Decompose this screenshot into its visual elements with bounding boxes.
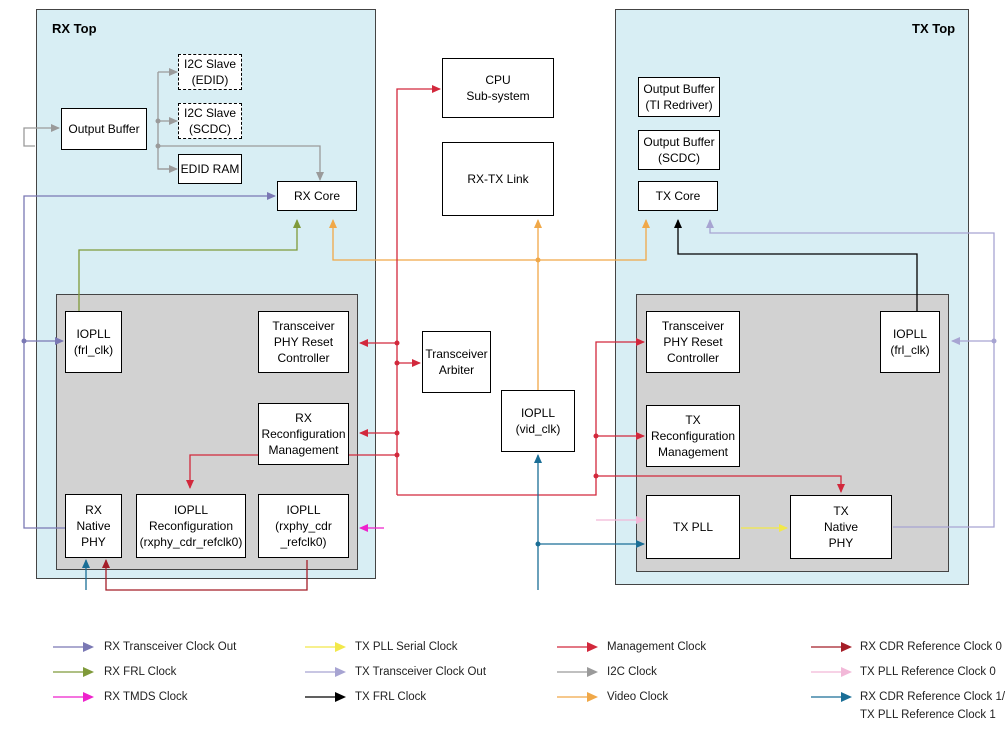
legend-label: Video Clock: [607, 691, 669, 703]
rx-native-phy: RX Native PHY: [65, 494, 122, 558]
legend-swatch-arrowhead: [335, 642, 346, 652]
rx-edid-ram: EDID RAM: [178, 154, 242, 184]
tx-core: TX Core: [638, 181, 718, 211]
rx-iopll-reconfiguration: IOPLL Reconfiguration (rxphy_cdr_refclk0…: [136, 494, 246, 558]
legend-swatch-arrowhead: [83, 667, 94, 677]
legend-label: TX FRL Clock: [355, 691, 427, 703]
transceiver-arbiter: Transceiver Arbiter: [422, 331, 491, 393]
tx-pll: TX PLL: [646, 495, 740, 559]
rx-i2c-slave-edid: I2C Slave (EDID): [178, 54, 242, 90]
tx-phy-reset-controller: Transceiver PHY Reset Controller: [646, 311, 740, 373]
rx-i2c-slave-scdc: I2C Slave (SCDC): [178, 103, 242, 139]
tx-top-title: TX Top: [912, 21, 956, 36]
legend-label: TX PLL Serial Clock: [355, 641, 458, 653]
legend-swatch-arrowhead: [841, 692, 852, 702]
tx-output-buffer-ti-redriver: Output Buffer (TI Redriver): [638, 77, 720, 117]
legend-label: RX TMDS Clock: [104, 691, 188, 703]
rx-output-buffer: Output Buffer: [61, 108, 147, 150]
rx-phy-reset-controller: Transceiver PHY Reset Controller: [258, 311, 349, 373]
legend-swatch-arrowhead: [587, 667, 598, 677]
legend-swatch-arrowhead: [841, 642, 852, 652]
legend-swatch-arrowhead: [587, 692, 598, 702]
rx-top-title: RX Top: [52, 21, 97, 36]
rx-core: RX Core: [277, 181, 357, 211]
legend-swatch-arrowhead: [587, 642, 598, 652]
rx-iopll-frl: IOPLL (frl_clk): [65, 311, 122, 373]
tx-native-phy: TX Native PHY: [790, 495, 892, 559]
rx-iopll-rxphy-cdr: IOPLL (rxphy_cdr _refclk0): [258, 494, 349, 558]
legend-swatch-arrowhead: [335, 667, 346, 677]
legend-swatch-arrowhead: [335, 692, 346, 702]
legend-label: Management Clock: [607, 641, 707, 653]
legend-label: TX PLL Reference Clock 0: [860, 666, 996, 678]
cpu-subsystem: CPU Sub-system: [442, 58, 554, 118]
legend-label: RX FRL Clock: [104, 666, 177, 678]
legend-label: RX CDR Reference Clock 0: [860, 641, 1002, 653]
legend-label: RX Transceiver Clock Out: [104, 641, 237, 653]
tx-reconfiguration-management: TX Reconfiguration Management: [646, 405, 740, 467]
legend-label: I2C Clock: [607, 666, 657, 678]
legend-swatch-arrowhead: [841, 667, 852, 677]
iopll-vid-clk: IOPLL (vid_clk): [501, 390, 575, 452]
rx-tx-link: RX-TX Link: [442, 142, 554, 216]
legend-label: TX Transceiver Clock Out: [355, 666, 487, 678]
tx-iopll-frl: IOPLL (frl_clk): [880, 311, 940, 373]
tx-output-buffer-scdc: Output Buffer (SCDC): [638, 130, 720, 170]
legend-label: RX CDR Reference Clock 1/ TX PLL Referen…: [860, 691, 1006, 721]
legend-swatch-arrowhead: [83, 692, 94, 702]
legend-swatch-arrowhead: [83, 642, 94, 652]
rx-reconfiguration-management: RX Reconfiguration Management: [258, 403, 349, 465]
